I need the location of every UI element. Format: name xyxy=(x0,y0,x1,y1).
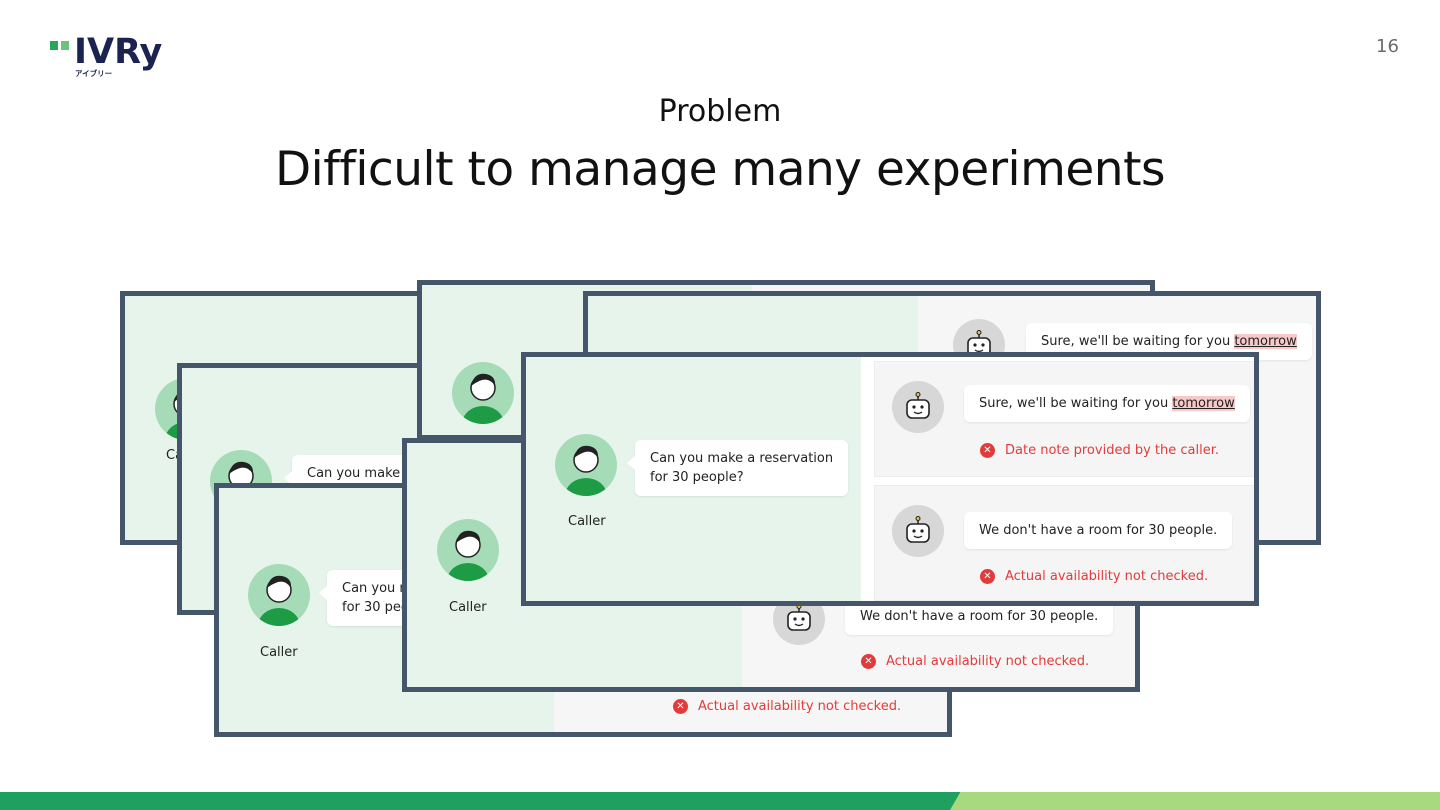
agent-reply: We don't have a room for 30 people. xyxy=(964,512,1233,549)
error-message: ✕ Date note provided by the caller. xyxy=(980,443,1219,458)
agent-reply: Sure, we'll be waiting for you tomorrow xyxy=(964,385,1250,422)
experiment-card-front: Caller Can you make a reservation for 30… xyxy=(521,352,1259,606)
agent-reply-text: Sure, we'll be waiting for you xyxy=(1041,334,1235,349)
logo-subtext: アイブリー xyxy=(75,69,113,78)
logo-wordmark: IVRy xyxy=(74,32,163,72)
page-number: 16 xyxy=(1376,36,1399,57)
error-x-icon: ✕ xyxy=(980,569,995,584)
caller-message-line: Can you m xyxy=(342,581,413,596)
highlighted-word: tomorrow xyxy=(1172,396,1235,411)
section-label: Problem xyxy=(658,94,782,129)
caller-message: Can you make a reservation for 30 people… xyxy=(626,440,849,496)
caller-message-line: for 30 people? xyxy=(650,470,744,485)
highlighted-word: tomorrow xyxy=(1234,334,1297,349)
footer-stripe-green xyxy=(0,792,960,810)
error-x-icon: ✕ xyxy=(980,443,995,458)
logo-flag-icon xyxy=(50,41,58,50)
page-title: Difficult to manage many experiments xyxy=(274,142,1166,197)
error-message: ✕ Actual availability not checked. xyxy=(673,699,901,714)
error-text: Date note provided by the caller. xyxy=(1005,443,1219,458)
caller-avatar-icon xyxy=(555,434,617,496)
error-text: Actual availability not checked. xyxy=(1005,569,1209,584)
error-x-icon: ✕ xyxy=(673,699,688,714)
agent-reply-text: Sure, we'll be waiting for you xyxy=(979,396,1173,411)
error-x-icon: ✕ xyxy=(861,654,876,669)
caller-avatar-icon xyxy=(437,519,499,581)
error-text: Actual availability not checked. xyxy=(886,654,1090,669)
logo-flag-icon xyxy=(61,41,69,50)
error-text: Actual availability not checked. xyxy=(698,699,902,714)
caller-message-line: for 30 peo xyxy=(342,600,409,615)
ivry-logo: IVRy アイブリー xyxy=(50,32,180,80)
caller-avatar-icon xyxy=(248,564,310,626)
robot-icon xyxy=(892,381,944,433)
caller-label: Caller xyxy=(568,514,606,529)
robot-icon xyxy=(892,505,944,557)
error-message: ✕ Actual availability not checked. xyxy=(980,569,1208,584)
error-message: ✕ Actual availability not checked. xyxy=(861,654,1089,669)
caller-message-line: Can you make a reservation xyxy=(650,451,834,466)
caller-label: Caller xyxy=(449,600,487,615)
footer-stripe-light xyxy=(970,792,1440,810)
caller-label: Caller xyxy=(260,645,298,660)
caller-avatar-icon xyxy=(452,362,514,424)
